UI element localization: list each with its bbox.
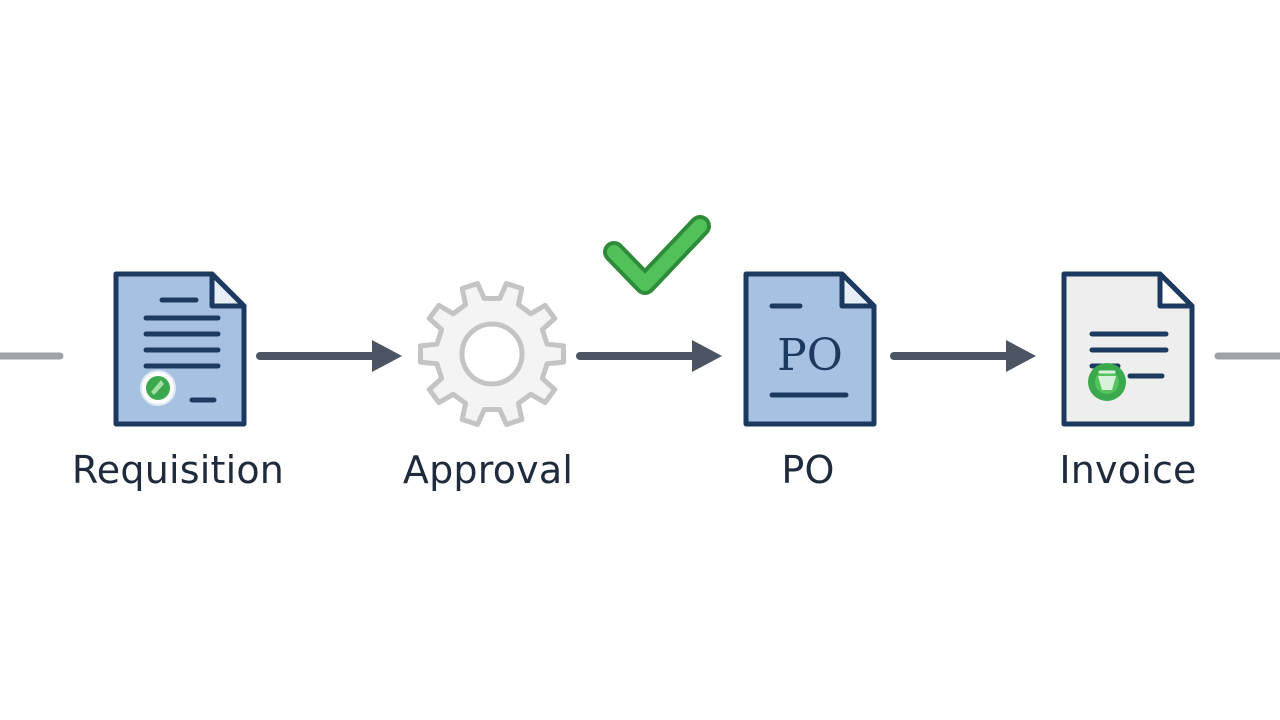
- arrow-approval-to-po: [576, 340, 722, 372]
- po-document-text: PO: [777, 330, 843, 381]
- step-label-invoice: Invoice: [1059, 448, 1197, 492]
- arrow-po-to-invoice: [890, 340, 1036, 372]
- step-label-approval: Approval: [402, 448, 574, 492]
- gear-icon: [418, 281, 566, 427]
- invoice-document-icon: [1061, 271, 1195, 427]
- requisition-document-icon: [113, 271, 247, 427]
- gear-hole: [459, 321, 525, 387]
- step-label-requisition: Requisition: [71, 448, 285, 492]
- approved-seal-icon: [140, 370, 176, 406]
- arrow-requisition-to-approval: [256, 340, 402, 372]
- po-document-icon: PO: [743, 271, 877, 427]
- paid-seal-icon: [1088, 363, 1126, 401]
- step-label-po: PO: [781, 448, 835, 492]
